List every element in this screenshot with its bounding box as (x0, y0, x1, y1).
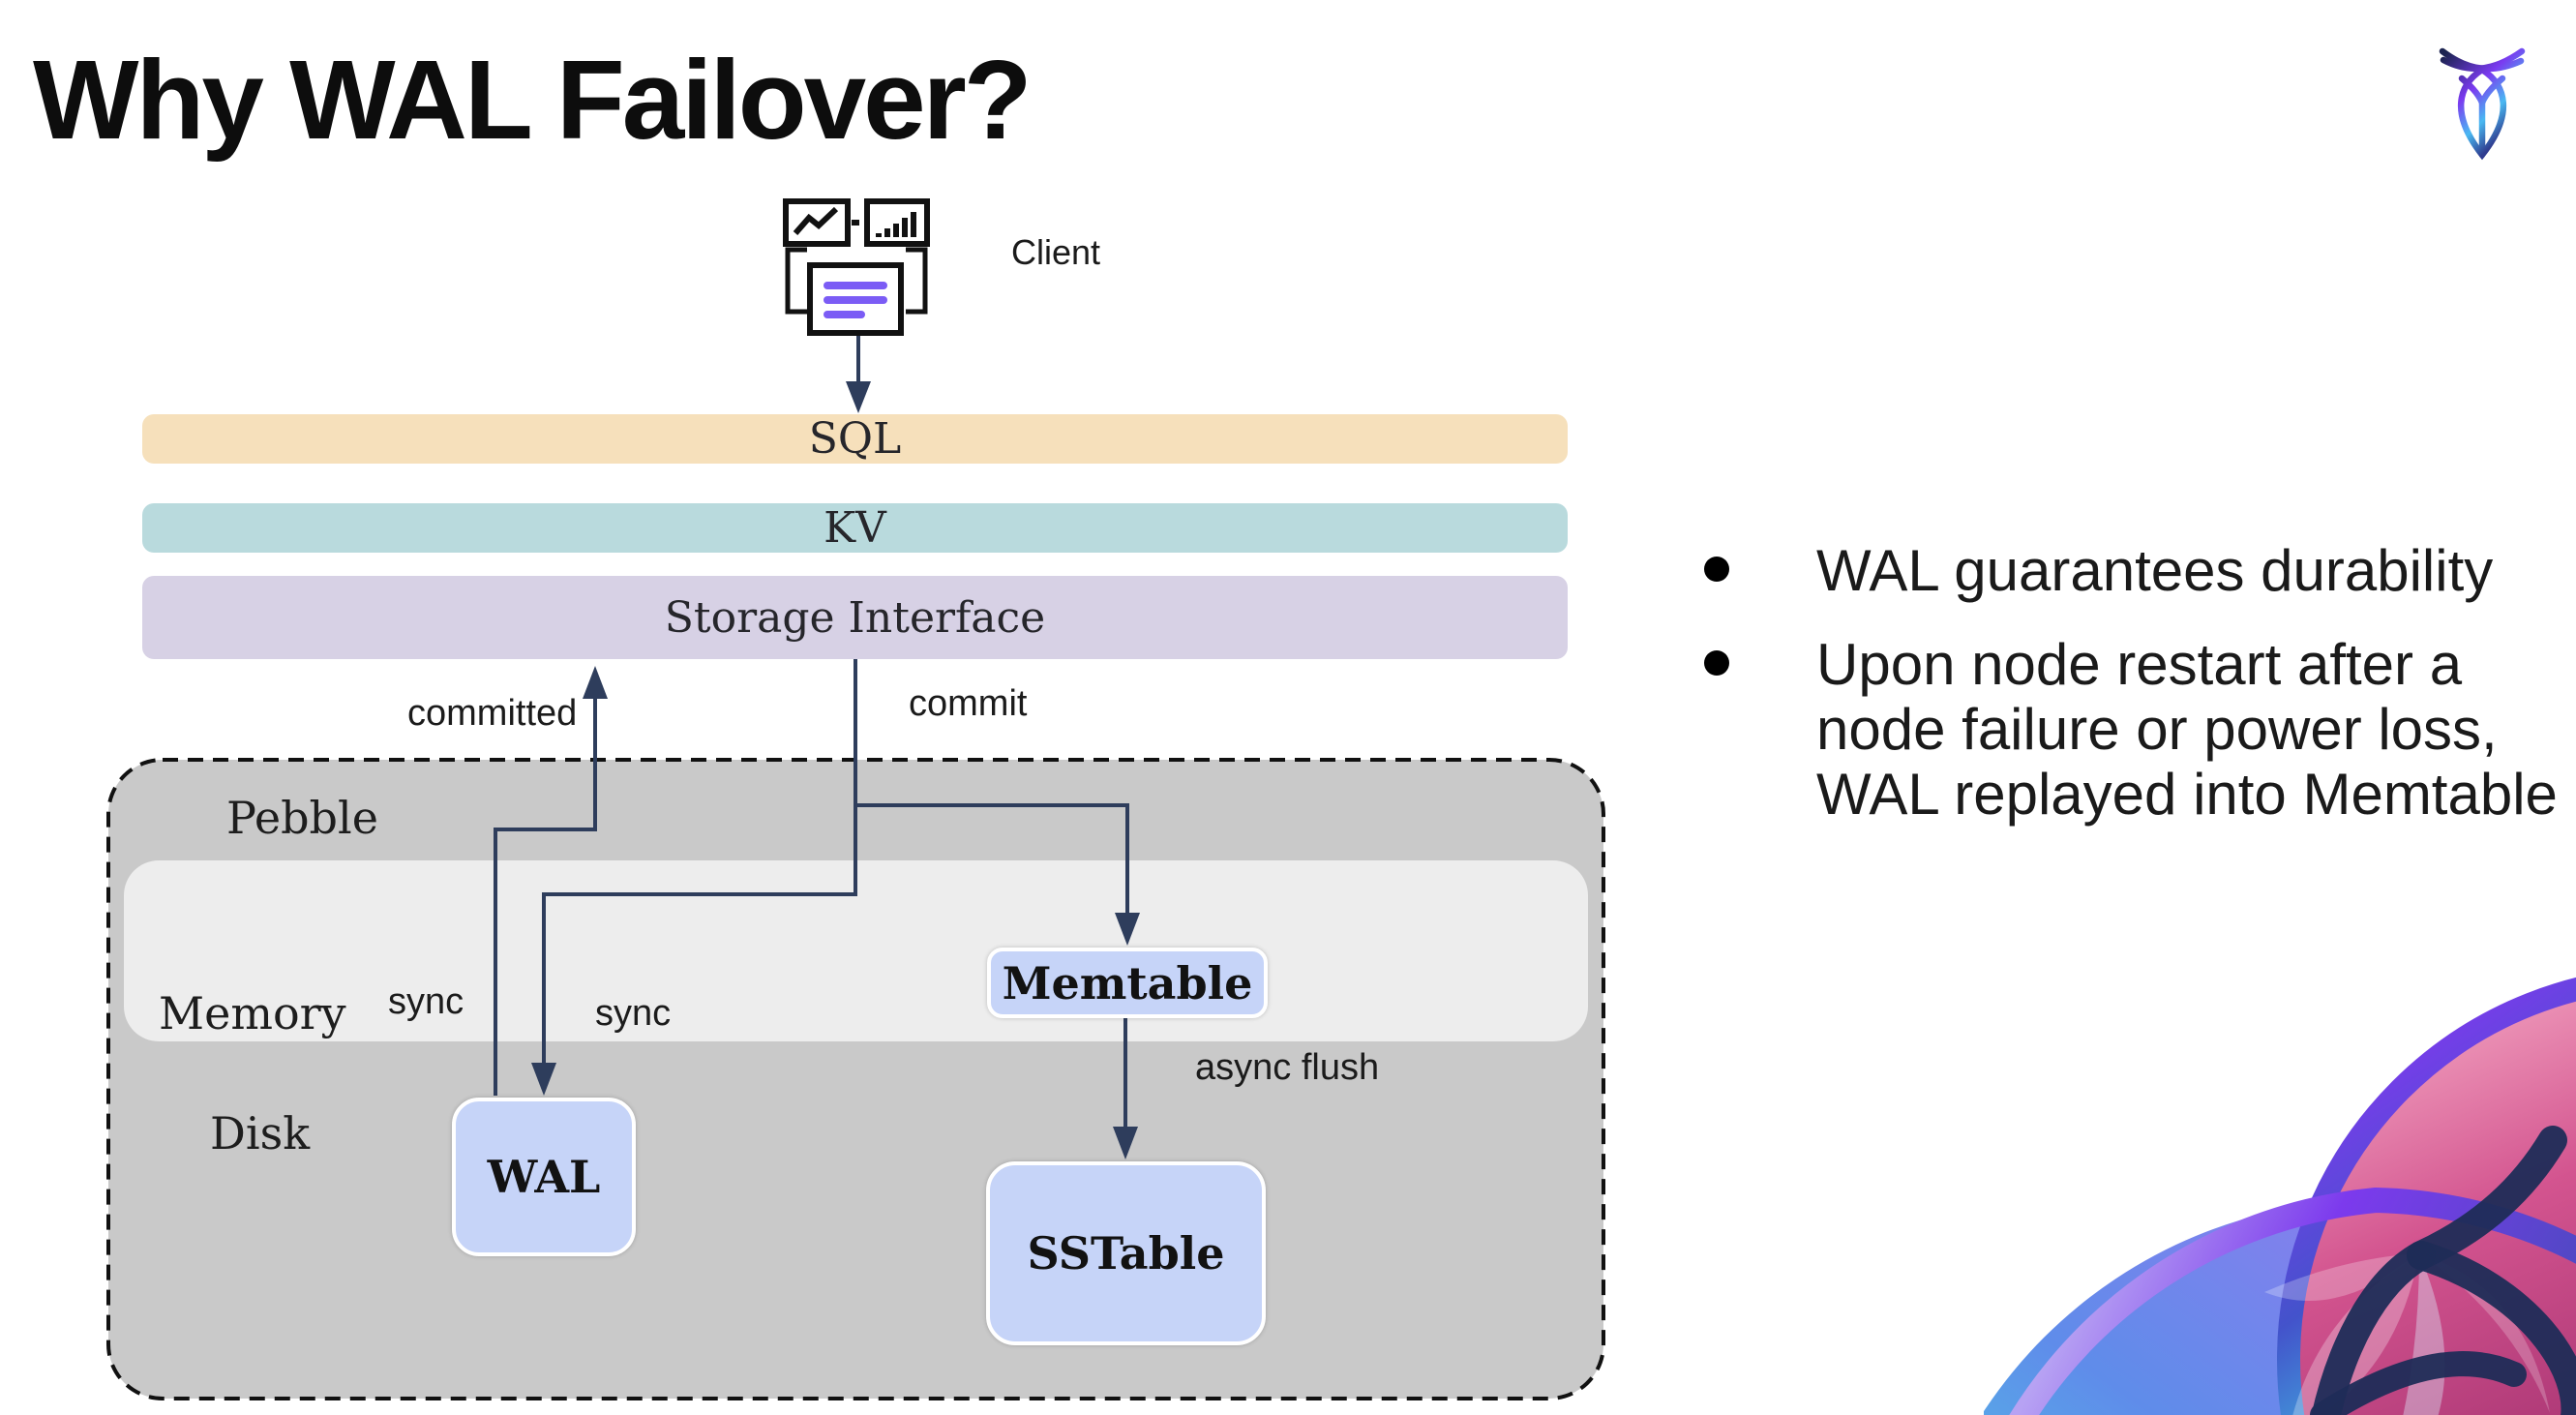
storage-interface-label: Storage Interface (664, 592, 1046, 643)
cockroachdb-logo-icon (2439, 47, 2526, 161)
bullet-list: WAL guarantees durability Upon node rest… (1704, 538, 2575, 827)
arrowhead-into-memtable (1115, 913, 1140, 946)
committed-label: committed (407, 693, 578, 734)
pebble-label: Pebble (226, 792, 378, 844)
commit-label: commit (909, 683, 1028, 724)
disk-label: Disk (210, 1107, 311, 1159)
leaf-ribs (2310, 1126, 2576, 1415)
sstable-node-label: SSTable (1027, 1227, 1225, 1280)
committed-line (494, 699, 597, 1096)
async-flush-label: async flush (1195, 1047, 1380, 1088)
bracket-left-icon (785, 247, 807, 315)
memtable-node: Memtable (987, 948, 1268, 1018)
memtable-node-label: Memtable (1002, 956, 1253, 1009)
wal-node: WAL (452, 1098, 636, 1256)
arrowhead-into-sstable (1113, 1127, 1138, 1159)
commit-sync-line (542, 659, 857, 1065)
bullet-dot-icon (1704, 650, 1729, 676)
bracket-right-icon (906, 247, 928, 315)
sql-layer-bar: SQL (142, 414, 1568, 464)
sstable-node: SSTable (986, 1161, 1266, 1345)
list-item: WAL guarantees durability (1704, 538, 2575, 603)
bullet-dot-icon (1704, 557, 1729, 582)
kv-layer-bar: KV (142, 503, 1568, 553)
sql-layer-label: SQL (808, 414, 902, 464)
page-title: Why WAL Failover? (33, 37, 1033, 163)
bullet-text: WAL guarantees durability (1816, 538, 2494, 603)
bar-chart-icon (864, 198, 930, 247)
arrowhead-committed-up (583, 666, 608, 699)
sync-right-label: sync (595, 993, 672, 1034)
arrowhead-into-wal (531, 1063, 556, 1096)
commit-memtable-line (855, 803, 1129, 915)
list-item: Upon node restart after a node failure o… (1704, 632, 2575, 827)
wal-node-label: WAL (487, 1151, 601, 1203)
memory-label: Memory (159, 987, 346, 1039)
blue-circle-rim (2009, 1187, 2576, 1415)
kv-layer-label: KV (824, 503, 886, 553)
bullet-text: Upon node restart after a node failure o… (1816, 632, 2558, 827)
arrowhead-into-sql (846, 381, 871, 413)
corner-artwork (1984, 978, 2576, 1415)
sync-left-label: sync (388, 981, 464, 1022)
client-label: Client (1011, 232, 1101, 272)
client-icon (783, 198, 930, 336)
storage-interface-bar: Storage Interface (142, 576, 1568, 659)
